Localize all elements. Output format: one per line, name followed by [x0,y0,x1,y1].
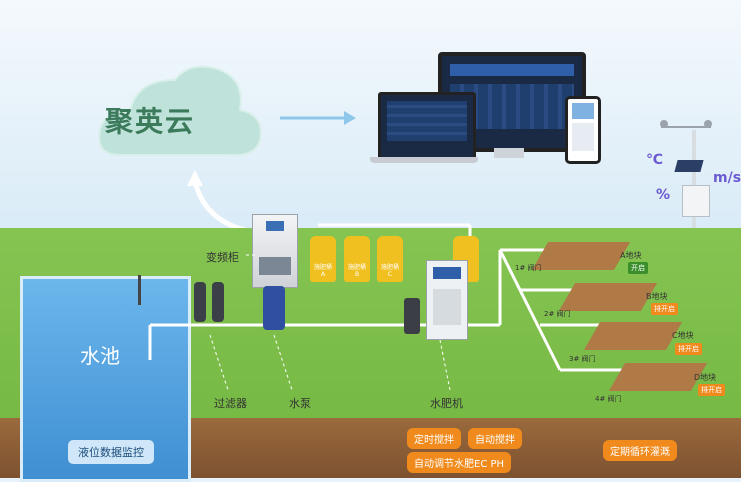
fertilizer-tank-a [310,236,336,282]
valve-1-label: 1# 阀门 [515,264,542,272]
anemometer-icon [660,120,712,128]
phone-screen [565,96,601,164]
plot-d-label: D地块 [694,373,717,382]
plot-d-status: 排开启 [698,384,725,396]
plot-c [583,322,683,350]
plot-a-label: A地块 [620,251,642,260]
fertilizer-tank-c [377,236,403,282]
pump-label: 水泵 [289,397,311,410]
water-pump [263,286,285,330]
wind-speed-unit: m/s [713,170,741,186]
plot-a-status: 开启 [628,262,648,274]
fertilizer-machine [426,260,468,340]
plot-c-label: C地块 [672,331,694,340]
fertilizer-machine-label: 水肥机 [430,397,463,410]
upload-arrow-icon [280,111,356,125]
timed-stir-button[interactable]: 定时搅拌 [407,428,461,449]
plot-a [531,242,631,270]
laptop-screen [378,92,476,160]
auto-ec-ph-button[interactable]: 自动调节水肥EC PH [407,452,512,473]
filter-label: 过滤器 [214,397,247,410]
cloud-sync-arrow-icon [187,170,246,233]
plot-b-status: 排开启 [651,303,678,315]
plot-c-status: 排开启 [675,343,702,355]
cloud-icon [98,65,262,157]
valve-3-label: 3# 阀门 [569,355,596,363]
monitor-stand [494,148,524,158]
valve-4-label: 4# 阀门 [595,395,622,403]
cloud-brand: 聚英云 [105,105,196,138]
temperature-unit: ℃ [646,152,663,168]
auto-stir-button[interactable]: 自动搅拌 [468,428,522,449]
cyclic-irrigation-button[interactable]: 定期循环灌溉 [603,440,677,461]
level-sensor [138,275,141,305]
humidity-unit: % [656,187,671,203]
pool-monitor-button[interactable]: 液位数据监控 [68,440,154,464]
fertilizer-tank-b [344,236,370,282]
filter-unit [194,282,228,328]
valve-2-label: 2# 阀门 [544,310,571,318]
pool-label: 水池 [80,344,120,368]
dosing-pump [404,298,420,334]
weather-station-pole [692,130,696,305]
plot-d [608,363,708,391]
vfd-cabinet [252,214,298,288]
weather-station-box [682,185,710,217]
vfd-cabinet-label: 变频柜 [206,251,239,264]
plot-b-label: B地块 [646,292,668,301]
plot-b [558,283,658,311]
laptop-base [370,157,478,163]
